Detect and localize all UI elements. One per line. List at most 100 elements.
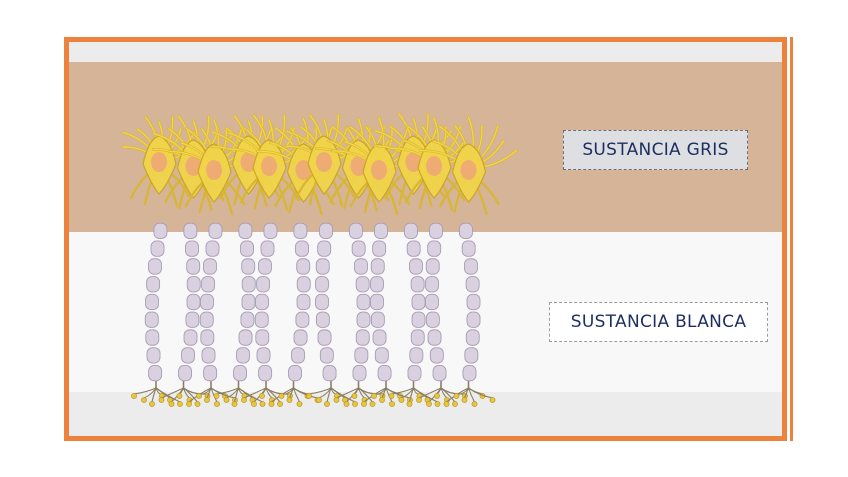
top-strip [69,42,782,62]
axon-terminal [241,397,246,402]
myelin-segment [187,277,200,292]
axon-terminal [426,401,431,406]
myelin-segment [357,294,370,309]
myelin-segment [187,259,200,274]
axon-terminal [149,401,154,406]
neuron-nucleus [206,160,222,180]
axon-terminal [472,401,477,406]
myelin-segment [256,294,269,309]
neuron-illustration [69,42,782,436]
myelin-segment [426,312,439,327]
myelin-segment [353,365,366,380]
axon-terminal [452,401,457,406]
myelin-segment [241,241,254,256]
neuron-nucleus [371,160,387,180]
axon-terminal [269,401,274,406]
myelin-segment [355,348,368,363]
myelin-segment [352,241,365,256]
myelin-segment [202,348,215,363]
myelin-segment [316,312,329,327]
myelin-segment [373,330,386,345]
myelin-segment [371,259,384,274]
axon-terminal [371,393,376,398]
myelin-segment [426,294,439,309]
myelin-segment [147,348,160,363]
neuron-nucleus [316,152,332,172]
axon-terminal [169,401,174,406]
myelin-segment [145,312,158,327]
myelin-segment [289,365,302,380]
neuron-nucleus [461,160,477,180]
myelin-segment [433,365,446,380]
frame-edge [790,37,793,441]
myelin-segment [404,223,417,238]
myelin-segment [296,241,309,256]
myelin-segment [242,277,255,292]
myelin-segment [200,312,213,327]
axon-terminal [454,393,459,398]
axon-terminal [287,397,292,402]
myelin-segment [179,365,192,380]
myelin-segment [241,312,254,327]
myelin-segment [356,277,369,292]
myelin-segment [255,312,268,327]
axon-terminal [316,397,321,402]
axon-terminal [297,401,302,406]
axon-terminal [389,393,394,398]
axon-terminal [352,393,357,398]
myelin-segment [371,312,384,327]
myelin-segment [425,277,438,292]
axon-terminal [260,401,265,406]
myelin-segment [318,241,331,256]
myelin-segment [234,365,247,380]
myelin-segment [261,241,274,256]
gray-matter-label: SUSTANCIA GRIS [563,130,748,170]
axon-terminal [214,401,219,406]
axon-terminal [204,397,209,402]
myelin-segment [428,241,441,256]
myelin-segment [354,259,367,274]
myelin-segment [202,277,215,292]
axon-terminal [399,397,404,402]
axon-terminal [370,401,375,406]
myelin-segment [370,277,383,292]
myelin-segment [259,365,272,380]
axon-terminal [279,393,284,398]
myelin-segment [409,259,422,274]
slide-frame: SUSTANCIA GRIS SUSTANCIA BLANCA [64,37,787,441]
axon-terminal [416,397,421,402]
myelin-segment [463,365,476,380]
axon-terminal [352,401,357,406]
white-matter-label: SUSTANCIA BLANCA [549,302,768,342]
myelin-segment [203,259,216,274]
axon-terminal [324,401,329,406]
myelin-segment [292,348,305,363]
myelin-segment [258,259,271,274]
myelin-segment [373,241,386,256]
myelin-segment [430,223,443,238]
myelin-segment [410,348,423,363]
myelin-segment [149,365,162,380]
myelin-segment [201,330,214,345]
myelin-segment [182,348,195,363]
myelin-segment [426,259,439,274]
myelin-segment [407,241,420,256]
myelin-segment [323,365,336,380]
axon-terminal [232,401,237,406]
myelin-segment [296,312,309,327]
myelin-segment [320,223,333,238]
myelin-segment [239,330,252,345]
myelin-segment [154,223,167,238]
axon-terminal [389,401,394,406]
myelin-segment [356,330,369,345]
axon-terminal [444,401,449,406]
axon-terminal [177,401,182,406]
axon-terminal [361,401,366,406]
myelin-segment [256,330,269,345]
myelin-segment [466,277,479,292]
myelin-segment [315,277,328,292]
myelin-segment [465,348,478,363]
myelin-segment [297,294,310,309]
myelin-segment [467,312,480,327]
myelin-segment [320,348,333,363]
